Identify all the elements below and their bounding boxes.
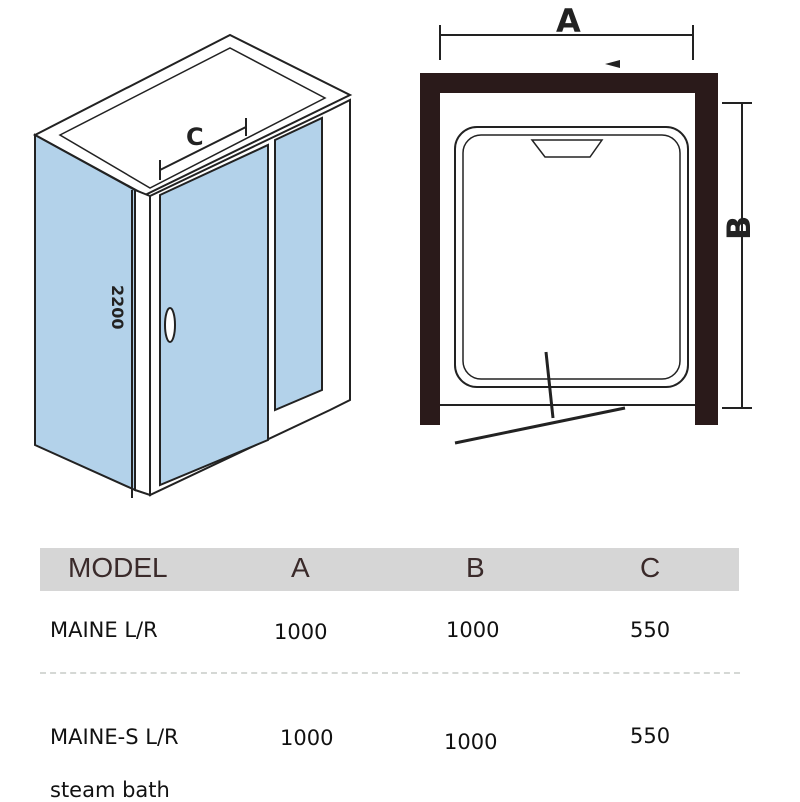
table-header bbox=[40, 548, 739, 591]
row1-b: 1000 bbox=[446, 618, 500, 642]
header-model: MODEL bbox=[68, 552, 168, 583]
row2-a: 1000 bbox=[280, 726, 334, 750]
row2-c: 550 bbox=[630, 724, 671, 748]
row2-note: steam bath bbox=[50, 778, 170, 802]
header-a: A bbox=[291, 552, 310, 583]
height-label: 2200 bbox=[108, 285, 127, 330]
row1-model: MAINE L/R bbox=[50, 618, 158, 642]
row-divider bbox=[40, 672, 740, 674]
row1-a: 1000 bbox=[274, 620, 328, 644]
dimension-b-label: B bbox=[720, 216, 758, 240]
header-b: B bbox=[466, 552, 485, 583]
header-c: C bbox=[640, 552, 661, 583]
row2-model: MAINE-S L/R bbox=[50, 725, 179, 749]
dimension-a-label: A bbox=[556, 2, 581, 40]
fixed-glass bbox=[274, 116, 323, 412]
row1-c: 550 bbox=[630, 618, 671, 642]
dimension-c-label: C bbox=[186, 123, 204, 151]
door-handle bbox=[164, 307, 176, 343]
door-glass bbox=[159, 143, 269, 487]
shower-diagram: C 2200 A B bbox=[32, 2, 758, 498]
shower-3d-view bbox=[32, 33, 353, 498]
row2-b: 1000 bbox=[444, 730, 498, 754]
shower-plan-view bbox=[420, 25, 752, 445]
drain-icon bbox=[530, 139, 604, 158]
